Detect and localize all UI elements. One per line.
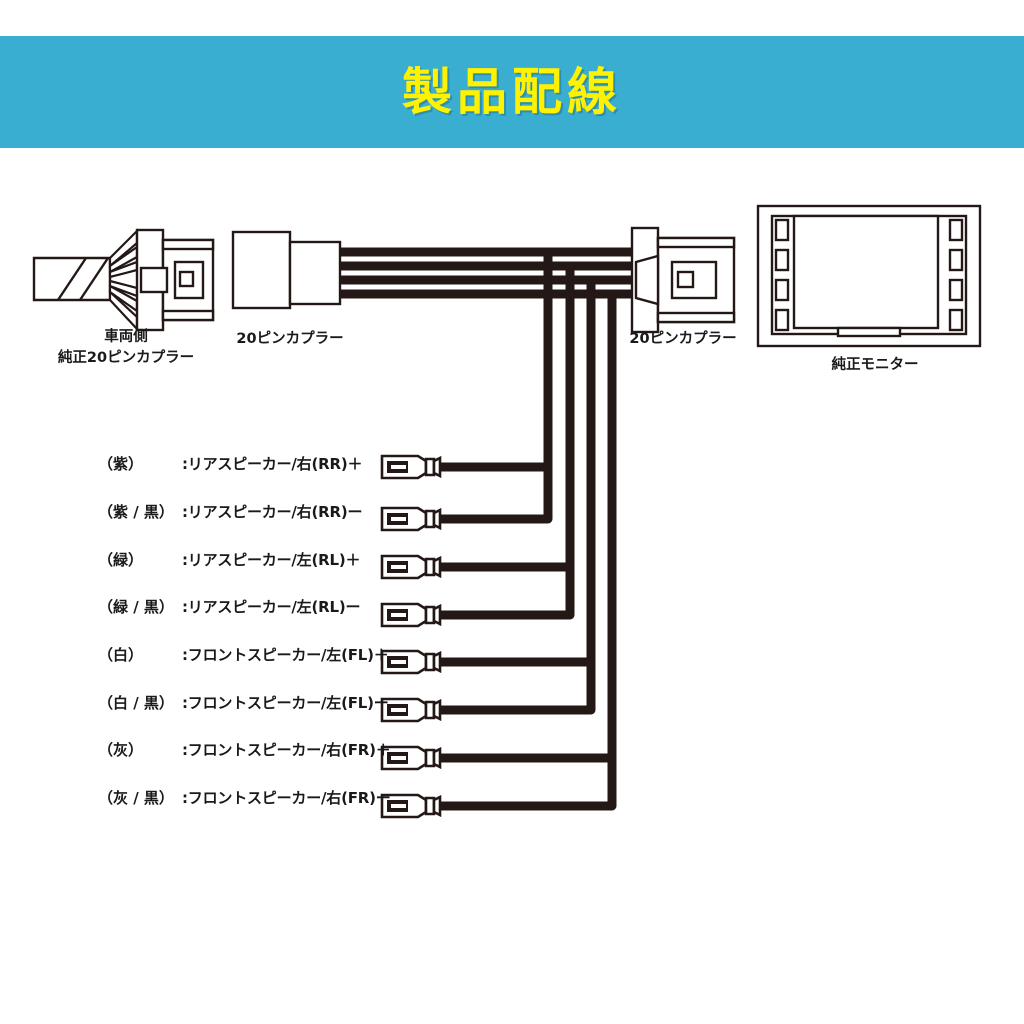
legend-wire-description: :リアスピーカー/左(RL)ー [182, 597, 361, 616]
spade-terminal [380, 454, 442, 819]
legend-row: （紫） :リアスピーカー/右(RR)＋ [98, 452, 362, 474]
legend-row: （緑 / 黒） :リアスピーカー/左(RL)ー [98, 595, 361, 617]
legend-wire-color: （灰 / 黒） [98, 788, 174, 807]
legend-row: （灰 / 黒） :フロントスピーカー/右(FR)ー [98, 786, 391, 808]
caption-vehicle-line1: 車両側 [104, 329, 148, 345]
legend-row: （白 / 黒） :フロントスピーカー/左(FL)ー [98, 691, 389, 713]
caption-vehicle-line2: 純正20ピンカプラー [57, 350, 195, 367]
legend-wire-color: （紫 / 黒） [98, 502, 174, 521]
legend-wire-color: （緑） [98, 550, 144, 569]
legend-row: （紫 / 黒） :リアスピーカー/右(RR)ー [98, 500, 362, 522]
branch-wire-rl [440, 266, 575, 620]
caption-right-coupler: 20ピンカプラー [629, 331, 737, 347]
legend-row: （灰） :フロントスピーカー/右(FR)＋ [98, 738, 391, 760]
caption-monitor: 純正モニター [831, 357, 919, 373]
branch-wire-fr [440, 294, 617, 811]
caption-mid-coupler: 20ピンカプラー [236, 331, 344, 347]
oem-monitor [756, 204, 982, 348]
header-banner: 製品配線 [0, 36, 1024, 148]
legend-wire-color: （灰） [98, 740, 144, 759]
cable-break-lines [57, 257, 109, 301]
legend-wire-description: :リアスピーカー/右(RR)＋ [182, 454, 363, 473]
legend-wire-color: （紫） [98, 454, 144, 473]
legend-wire-description: :リアスピーカー/右(RR)ー [182, 502, 363, 521]
legend-wire-color: （緑 / 黒） [98, 597, 174, 616]
legend-wire-description: :フロントスピーカー/右(FR)＋ [182, 740, 391, 759]
legend-wire-color: （白 / 黒） [98, 693, 174, 712]
legend-wire-color: （白） [98, 645, 144, 664]
legend-row: （白） :フロントスピーカー/左(FL)＋ [98, 643, 389, 665]
mid-20pin-coupler [231, 230, 342, 310]
legend-wire-description: :フロントスピーカー/左(FL)＋ [182, 645, 389, 664]
legend-wire-description: :リアスピーカー/左(RL)＋ [182, 550, 361, 569]
conductor-fan [108, 228, 139, 332]
vehicle-20pin-connector [135, 228, 215, 332]
caption-vehicle-connector: 車両側 純正20ピンカプラー [36, 327, 216, 369]
page-title: 製品配線 [402, 63, 622, 121]
right-20pin-connector [630, 226, 736, 334]
branch-wire-fl [440, 280, 596, 715]
legend-wire-description: :フロントスピーカー/右(FR)ー [182, 788, 391, 807]
legend-row: （緑） :リアスピーカー/左(RL)＋ [98, 548, 361, 570]
legend-wire-description: :フロントスピーカー/左(FL)ー [182, 693, 389, 712]
branch-wire-rr [440, 252, 553, 524]
